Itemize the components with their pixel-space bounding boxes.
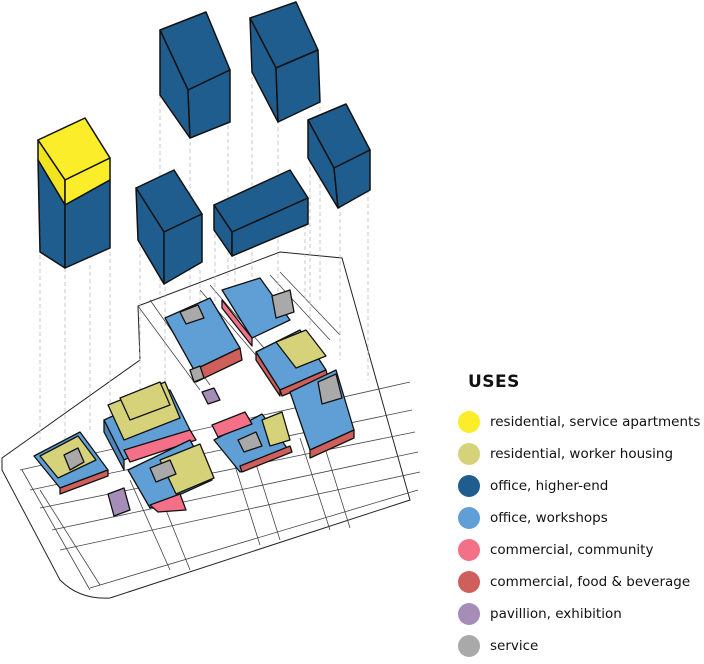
tower-top-right	[249, 1, 321, 123]
tower-right	[307, 103, 371, 209]
ground-blocks	[33, 277, 355, 517]
olive-circle-icon	[458, 443, 480, 465]
legend-label: pavillion, exhibition	[490, 606, 622, 622]
pink-circle-icon	[458, 539, 480, 561]
red-circle-icon	[458, 571, 480, 593]
grey-circle-icon	[458, 635, 480, 657]
block-left-tall	[103, 381, 197, 471]
legend-items: residential, service apartments residenti…	[458, 406, 704, 662]
legend-label: residential, worker housing	[490, 446, 674, 462]
block-upper-left	[164, 297, 243, 383]
block-center-lower	[127, 439, 215, 513]
tower-top-left	[159, 11, 231, 139]
legend-item: commercial, community	[458, 534, 704, 566]
tower-middle-left	[135, 169, 203, 285]
block-center-right	[211, 411, 293, 473]
pavilion-block-upper	[201, 387, 221, 405]
legend-label: office, higher-end	[490, 478, 609, 494]
block-upper-right	[221, 277, 295, 347]
legend-item: office, higher-end	[458, 470, 704, 502]
tower-slab	[213, 169, 309, 257]
legend-label: service	[490, 638, 539, 654]
tower-blocks	[37, 1, 371, 285]
light-blue-circle-icon	[458, 507, 480, 529]
block-left-small	[33, 431, 109, 495]
legend-label: office, workshops	[490, 510, 608, 526]
legend-label: commercial, food & beverage	[490, 574, 691, 590]
yellow-circle-icon	[458, 411, 480, 433]
legend-item: pavillion, exhibition	[458, 598, 704, 630]
legend-label: commercial, community	[490, 542, 654, 558]
legend-item: commercial, food & beverage	[458, 566, 704, 598]
purple-circle-icon	[458, 603, 480, 625]
pavilion-block-lower	[107, 487, 131, 517]
legend-label: residential, service apartments	[490, 414, 701, 430]
legend-item: office, workshops	[458, 502, 704, 534]
block-middle-right	[255, 329, 329, 397]
legend-item: residential, worker housing	[458, 438, 704, 470]
block-lower-right	[289, 369, 355, 459]
tower-residential-service	[37, 117, 111, 269]
dark-blue-circle-icon	[458, 475, 480, 497]
legend-item: service	[458, 630, 704, 662]
legend-title: USES	[468, 372, 520, 392]
legend-item: residential, service apartments	[458, 406, 704, 438]
